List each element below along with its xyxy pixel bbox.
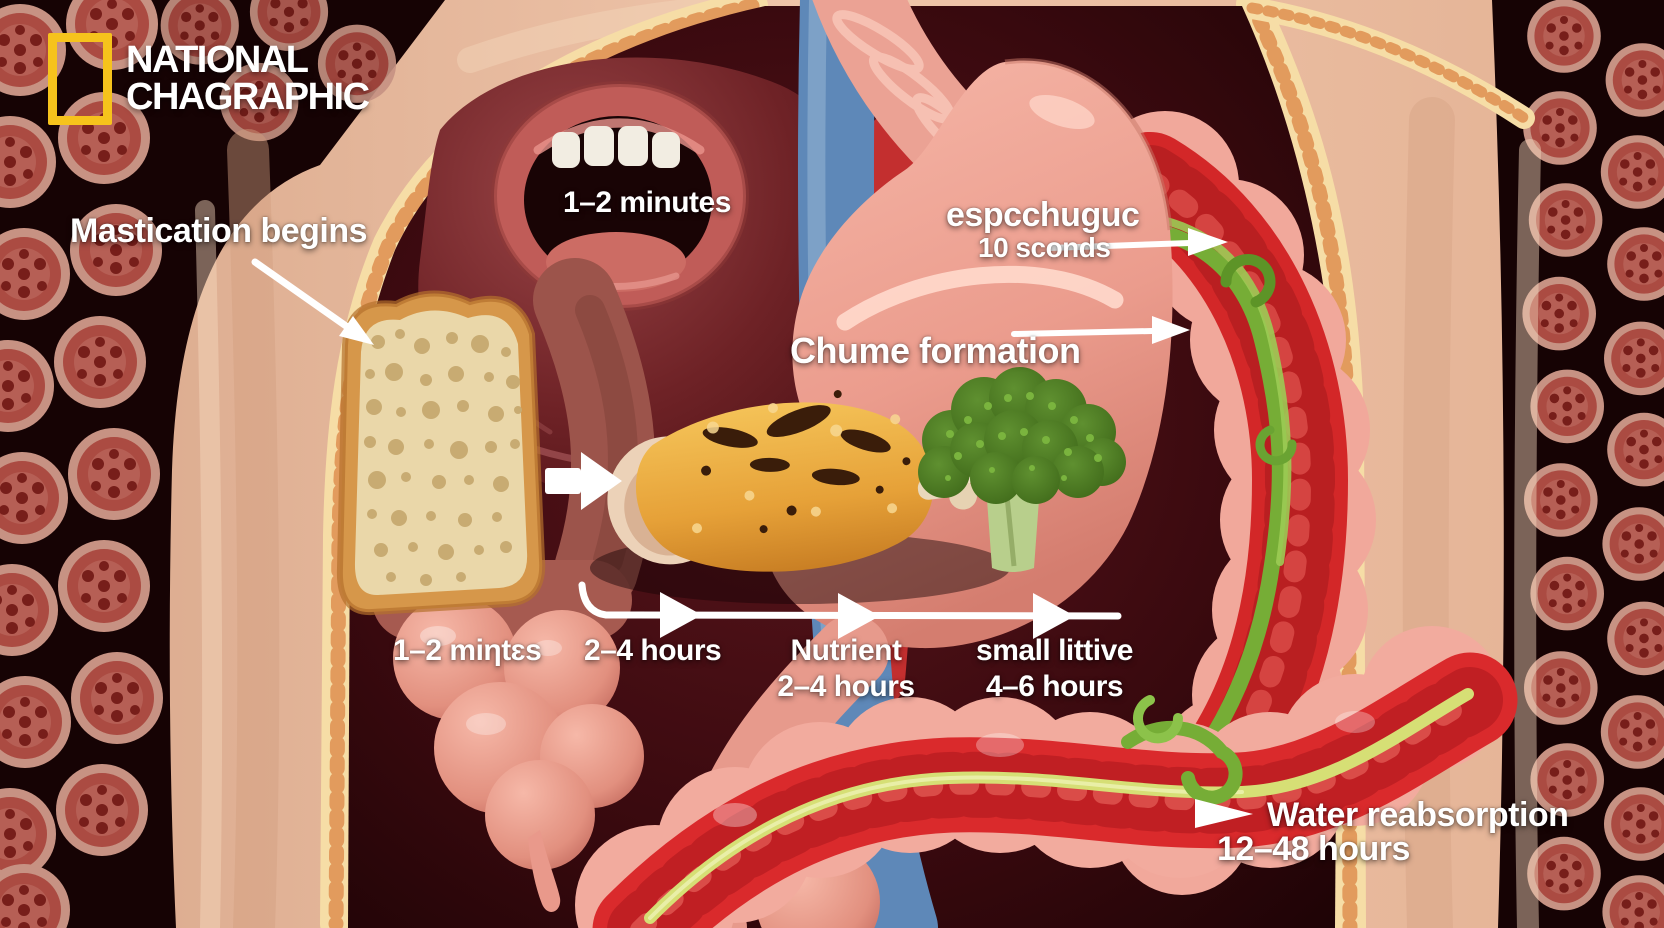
- bread-texture: [364, 329, 522, 586]
- chicken-highlights: [692, 403, 901, 534]
- chyme-arrow-icon: [1011, 316, 1190, 344]
- chicken-drumstick: [607, 390, 978, 572]
- broccoli-texture: [945, 392, 1102, 481]
- callout-arrows: [251, 228, 1253, 828]
- teeth: [552, 126, 680, 168]
- mastication-arrow-icon: [251, 258, 374, 345]
- timeline-arrow-icon: [578, 581, 1122, 639]
- water-triangle-marker-icon: [1195, 799, 1253, 828]
- transverse-colon: [575, 626, 1518, 928]
- esophagus-arrow-icon: [1047, 228, 1228, 256]
- mesentery-green-bottom: [1121, 695, 1243, 805]
- mouth: [491, 81, 749, 311]
- small-intestine-loops: [372, 560, 644, 912]
- bread-block-arrow-icon: [545, 452, 622, 510]
- bread-slice: [336, 290, 546, 616]
- broccoli: [918, 367, 1126, 572]
